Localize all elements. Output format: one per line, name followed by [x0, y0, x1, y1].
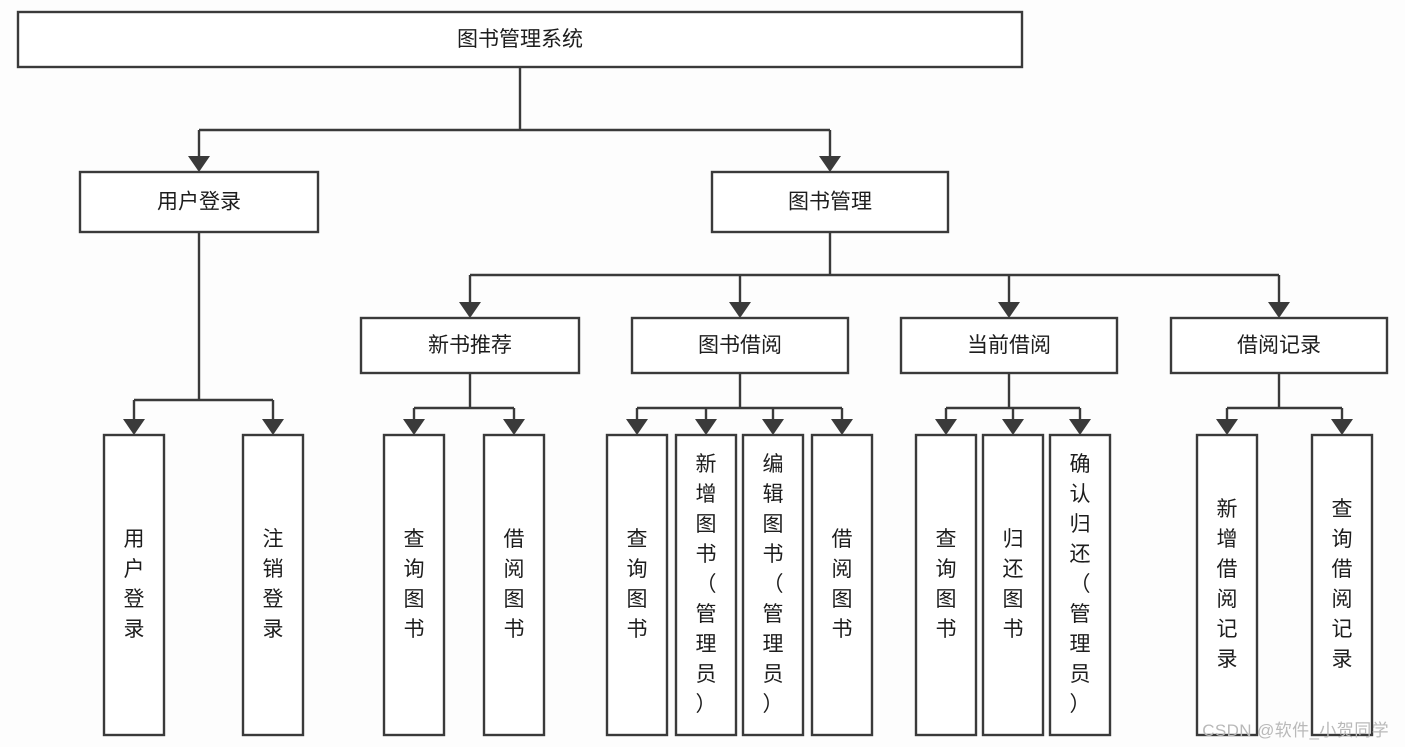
node-label: 注销登录: [263, 528, 284, 641]
node-level3-图书借阅[interactable]: 图书借阅: [630, 316, 850, 375]
bookmgmt-to-level3-arrowhead: [998, 302, 1020, 318]
node-label: 借阅图书: [832, 528, 853, 641]
node-leaf-新增借阅记录[interactable]: 新增借阅记录: [1195, 433, 1259, 737]
level3-3-to-leaves-arrowhead: [1331, 419, 1353, 435]
bookmgmt-to-level3-arrowhead: [459, 302, 481, 318]
node-leaf-查询图书[interactable]: 查询图书: [605, 433, 669, 737]
node-label: 新增图书（管理员）: [696, 453, 717, 716]
node-leaf-归还图书[interactable]: 归还图书: [981, 433, 1045, 737]
node-label: 图书管理: [788, 191, 872, 214]
root-to-level2-arrowhead: [819, 156, 841, 172]
node-leaf-注销登录[interactable]: 注销登录: [241, 433, 305, 737]
node-leaf-查询借阅记录[interactable]: 查询借阅记录: [1310, 433, 1374, 737]
node-leaf-用户登录[interactable]: 用户登录: [102, 433, 166, 737]
bookmgmt-to-level3-arrowhead: [729, 302, 751, 318]
node-label: 用户登录: [124, 528, 145, 641]
level3-2-to-leaves-arrowhead: [1069, 419, 1091, 435]
node-label: 查询图书: [404, 528, 425, 641]
level3-3-to-leaves-arrowhead: [1216, 419, 1238, 435]
node-label: 借阅记录: [1237, 334, 1321, 357]
node-level2-图书管理[interactable]: 图书管理: [710, 170, 950, 234]
node-leaf-确认归还（管理员）[interactable]: 确认归还（管理员）: [1048, 433, 1112, 737]
node-label: 图书借阅: [698, 334, 782, 357]
boxes-layer: 图书管理系统用户登录图书管理新书推荐图书借阅当前借阅借阅记录用户登录注销登录查询…: [16, 10, 1389, 737]
node-label: 确认归还（管理员）: [1070, 453, 1091, 716]
node-leaf-新增图书（管理员）[interactable]: 新增图书（管理员）: [674, 433, 738, 737]
bookmgmt-to-level3-arrowhead: [1268, 302, 1290, 318]
userlogin-to-leaves-arrowhead: [123, 419, 145, 435]
node-label: 当前借阅: [967, 334, 1051, 357]
userlogin-to-leaves-arrowhead: [262, 419, 284, 435]
level3-2-to-leaves-arrowhead: [1002, 419, 1024, 435]
node-leaf-编辑图书（管理员）[interactable]: 编辑图书（管理员）: [741, 433, 805, 737]
node-level2-用户登录[interactable]: 用户登录: [78, 170, 320, 234]
node-label: 用户登录: [157, 191, 241, 214]
level3-0-to-leaves-arrowhead: [403, 419, 425, 435]
level3-2-to-leaves-arrowhead: [935, 419, 957, 435]
level3-1-to-leaves-arrowhead: [695, 419, 717, 435]
node-label: 编辑图书（管理员）: [763, 453, 784, 716]
level3-1-to-leaves-arrowhead: [831, 419, 853, 435]
node-label: 归还图书: [1003, 528, 1024, 641]
node-level3-当前借阅[interactable]: 当前借阅: [899, 316, 1119, 375]
node-root-图书管理系统[interactable]: 图书管理系统: [16, 10, 1024, 69]
node-leaf-查询图书[interactable]: 查询图书: [914, 433, 978, 737]
connectors-layer: [123, 67, 1353, 435]
node-label: 图书管理系统: [457, 28, 583, 51]
level3-0-to-leaves-arrowhead: [503, 419, 525, 435]
node-level3-新书推荐[interactable]: 新书推荐: [359, 316, 581, 375]
node-leaf-查询图书[interactable]: 查询图书: [382, 433, 446, 737]
level3-1-to-leaves-arrowhead: [626, 419, 648, 435]
node-label: 新书推荐: [428, 334, 512, 357]
node-label: 查询借阅记录: [1332, 498, 1353, 671]
node-label: 查询图书: [936, 528, 957, 641]
node-label: 借阅图书: [504, 528, 525, 641]
node-leaf-借阅图书[interactable]: 借阅图书: [810, 433, 874, 737]
node-leaf-借阅图书[interactable]: 借阅图书: [482, 433, 546, 737]
level3-1-to-leaves-arrowhead: [762, 419, 784, 435]
root-to-level2-arrowhead: [188, 156, 210, 172]
node-label: 查询图书: [627, 528, 648, 641]
node-level3-借阅记录[interactable]: 借阅记录: [1169, 316, 1389, 375]
node-label: 新增借阅记录: [1217, 498, 1238, 671]
csdn-watermark: CSDN @软件_小贺同学: [1202, 721, 1389, 740]
